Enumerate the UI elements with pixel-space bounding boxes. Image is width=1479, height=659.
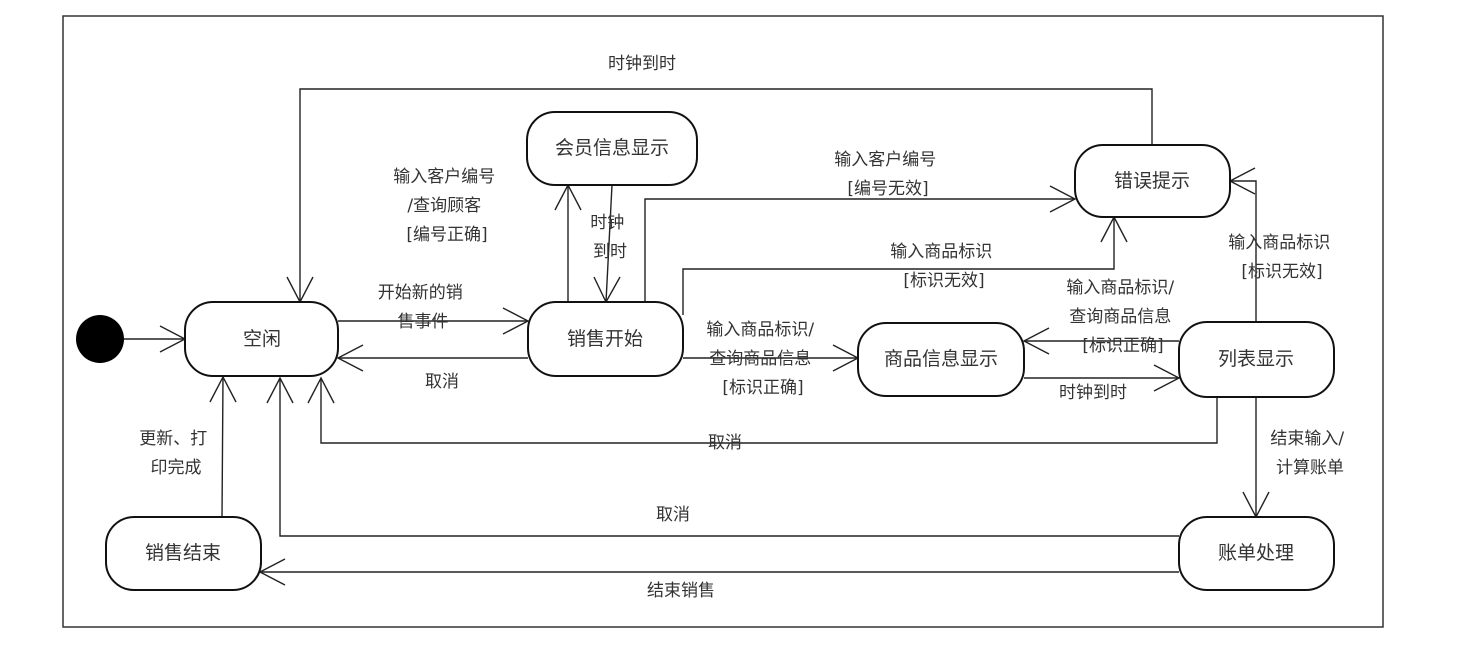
label-line: 计算账单 xyxy=(1276,458,1344,478)
state-label: 错误提示 xyxy=(1114,170,1190,192)
edges xyxy=(124,88,1270,586)
edge-sale-start-to-error-product xyxy=(682,217,1115,315)
label-cancel-sale-start: 取消 xyxy=(425,372,459,392)
label-line: 输入客户编号 xyxy=(834,150,936,170)
label-line: [标识正确] xyxy=(1082,336,1163,356)
label-cancel-list: 取消 xyxy=(708,433,742,453)
state-box xyxy=(1178,516,1335,591)
state-label: 商品信息显示 xyxy=(884,348,998,370)
arrowhead xyxy=(307,376,335,404)
state-box xyxy=(526,111,698,186)
label-end-sale: 结束销售 xyxy=(647,581,715,601)
label-line: 输入商品标识/ xyxy=(706,320,814,340)
state-member-info[interactable]: 会员信息显示 xyxy=(526,111,698,186)
edge-list-to-idle-cancel xyxy=(320,378,1218,444)
label-line: 取消 xyxy=(656,505,690,525)
state-label: 账单处理 xyxy=(1218,542,1294,564)
edge-error-to-idle-timeout xyxy=(299,88,1153,302)
arrowhead xyxy=(266,376,294,404)
state-sale-end[interactable]: 销售结束 xyxy=(105,516,262,591)
label-product-invalid-start: 输入商品标识 [标识无效] xyxy=(890,242,997,291)
state-bill-processing[interactable]: 账单处理 xyxy=(1178,516,1335,591)
label-product-query-list: 输入商品标识/ 查询商品信息 [标识正确] xyxy=(1066,278,1179,356)
label-line: 查询商品信息 xyxy=(709,349,811,369)
label-clock-timeout-top: 时钟到时 xyxy=(608,54,676,74)
state-label: 销售结束 xyxy=(145,542,221,564)
state-box xyxy=(105,516,262,591)
edge-labels: 时钟到时 输入客户编号 /查询顾客 [编号正确] 开始新的销 售事件 取消 时钟… xyxy=(139,54,1349,601)
state-sale-start[interactable]: 销售开始 xyxy=(527,301,684,377)
arrowhead xyxy=(1049,185,1077,213)
label-line: 结束输入/ xyxy=(1270,429,1344,449)
arrowhead xyxy=(336,344,364,372)
arrowhead xyxy=(502,307,530,335)
label-line: [编号正确] xyxy=(406,225,487,245)
edge-list-to-error xyxy=(1230,180,1257,322)
state-error[interactable]: 错误提示 xyxy=(1074,144,1231,218)
label-line: 到时 xyxy=(593,242,627,262)
diagram-frame xyxy=(62,15,1384,628)
label-line: 时钟到时 xyxy=(1059,383,1127,403)
state-label: 会员信息显示 xyxy=(555,137,669,159)
label-line: 查询商品信息 xyxy=(1069,307,1171,327)
label-cancel-bill: 取消 xyxy=(656,505,690,525)
state-label: 销售开始 xyxy=(567,328,643,350)
arrowhead xyxy=(1153,364,1181,392)
edge-sale-start-to-error-customer xyxy=(644,198,1075,302)
state-label: 列表显示 xyxy=(1218,348,1294,370)
state-idle[interactable]: 空闲 xyxy=(184,301,339,377)
label-line: 取消 xyxy=(425,372,459,392)
state-box xyxy=(1074,144,1231,218)
state-box xyxy=(857,322,1025,397)
label-line: 时钟到时 xyxy=(608,54,676,74)
label-line: [编号无效] xyxy=(847,179,928,199)
initial-state-node xyxy=(76,315,124,363)
label-start-new-sale: 开始新的销 售事件 xyxy=(378,283,468,332)
label-line: 时钟 xyxy=(590,213,624,233)
label-line: 售事件 xyxy=(398,312,449,332)
label-line: 输入商品标识/ xyxy=(1066,278,1174,298)
label-line: 输入商品标识 xyxy=(1228,233,1330,253)
state-list-display[interactable]: 列表显示 xyxy=(1178,321,1335,398)
state-box xyxy=(1178,321,1335,398)
label-line: [标识无效] xyxy=(1241,262,1322,282)
label-line: 印完成 xyxy=(151,458,202,478)
label-customer-invalid: 输入客户编号 [编号无效] xyxy=(834,150,941,199)
state-box xyxy=(527,301,684,377)
label-update-print-done: 更新、打 印完成 xyxy=(139,429,212,478)
edge-member-info-to-sale-start xyxy=(605,184,613,303)
edge-sale-end-to-idle xyxy=(221,376,224,518)
state-product-info[interactable]: 商品信息显示 xyxy=(857,322,1025,397)
label-line: 结束销售 xyxy=(647,581,715,601)
label-line: [标识正确] xyxy=(722,378,803,398)
label-line: [标识无效] xyxy=(903,271,984,291)
state-label: 空闲 xyxy=(243,328,281,350)
label-member-clock-timeout: 时钟 到时 xyxy=(590,213,629,262)
label-line: /查询顾客 xyxy=(407,196,481,216)
label-query-customer: 输入客户编号 /查询顾客 [编号正确] xyxy=(393,167,500,245)
label-end-input: 结束输入/ 计算账单 xyxy=(1270,429,1349,478)
arrowhead xyxy=(1022,327,1050,355)
label-product-invalid-list: 输入商品标识 [标识无效] xyxy=(1228,233,1335,282)
state-box xyxy=(184,301,339,377)
label-product-query-start: 输入商品标识/ 查询商品信息 [标识正确] xyxy=(706,320,819,398)
label-line: 取消 xyxy=(708,433,742,453)
label-line: 更新、打 xyxy=(139,429,207,449)
label-line: 输入商品标识 xyxy=(890,242,992,262)
edge-bill-to-idle-cancel xyxy=(279,378,1179,537)
label-product-clock-timeout: 时钟到时 xyxy=(1059,383,1127,403)
label-line: 开始新的销 xyxy=(378,283,463,303)
label-line: 输入客户编号 xyxy=(393,167,495,187)
